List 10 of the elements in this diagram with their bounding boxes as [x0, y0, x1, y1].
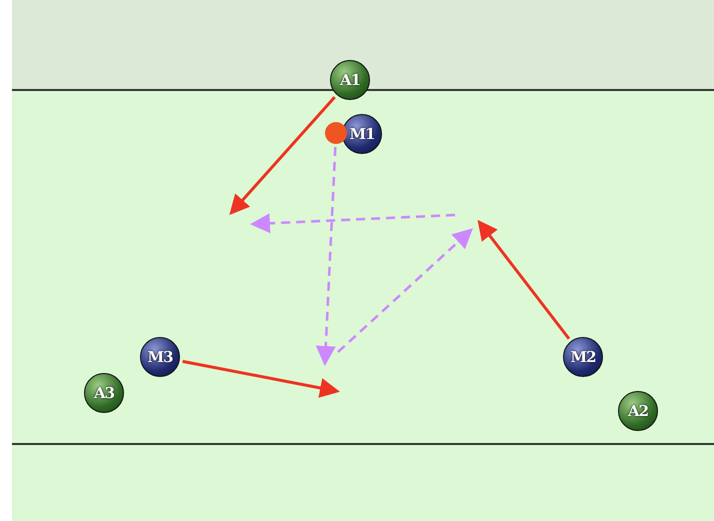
player-label: A1 [340, 71, 360, 89]
player-label: M3 [147, 348, 173, 366]
player-label: A3 [94, 384, 114, 402]
player-label: M2 [570, 348, 596, 366]
player-label: A2 [628, 402, 648, 420]
arrow [316, 146, 337, 366]
arrow [229, 96, 336, 215]
player-label: M1 [349, 125, 375, 143]
arrow [478, 220, 570, 340]
arrow [182, 360, 340, 398]
